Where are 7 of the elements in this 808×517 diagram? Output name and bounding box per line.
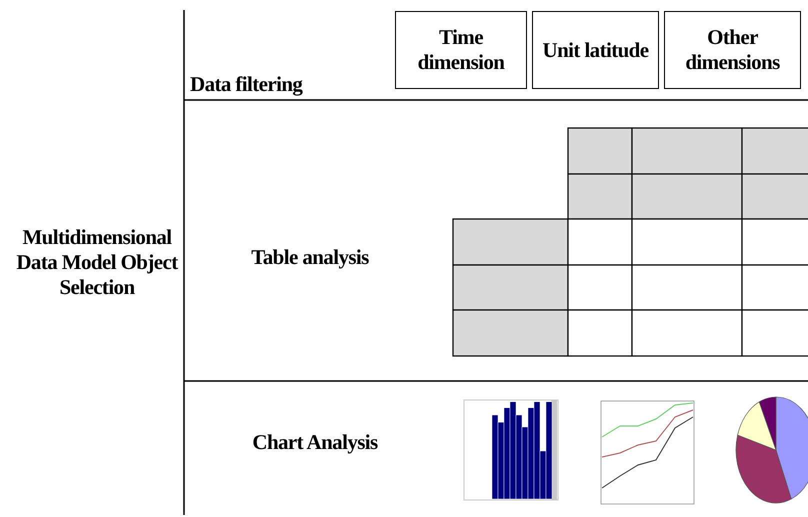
section-label: Data filtering <box>190 72 304 97</box>
dimension-box: Time dimension <box>395 11 527 89</box>
section-label: Chart Analysis <box>251 430 379 455</box>
dimension-box: Unit latitude <box>532 11 659 89</box>
row-heading: Multidimensional Data Model Object Selection <box>15 225 180 300</box>
dimension-box: Other dimensions <box>664 11 801 89</box>
section-label: Table analysis <box>250 245 370 270</box>
